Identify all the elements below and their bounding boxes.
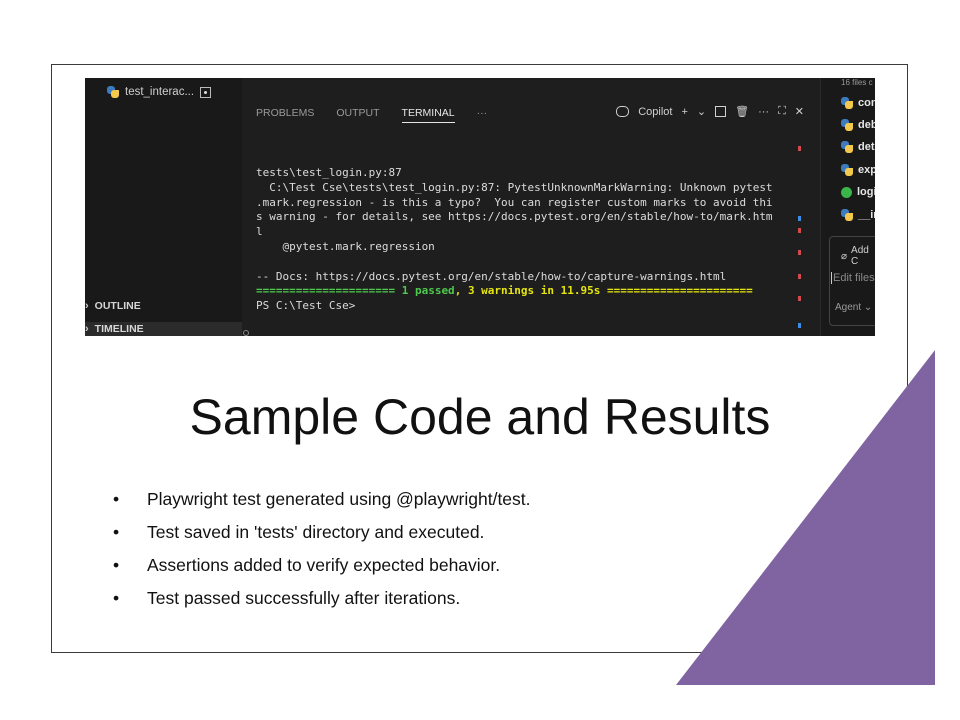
summary-suffix: ======================	[607, 284, 753, 298]
chat-input[interactable]: Edit files	[831, 272, 875, 284]
bullet-text: Playwright test generated using @playwri…	[147, 489, 531, 509]
bullet-dot: •	[113, 489, 120, 509]
summary-passed: 1 passed	[401, 284, 455, 298]
chat-file-item[interactable]: logi	[841, 186, 875, 198]
close-panel-icon[interactable]: ✕	[794, 106, 804, 118]
terminal-panel: PROBLEMS OUTPUT TERMINAL ··· Copilot + ⌄…	[242, 78, 820, 336]
chat-file-item[interactable]: __in	[841, 209, 875, 221]
tab-problems[interactable]: PROBLEMS	[256, 107, 315, 119]
chevron-down-icon: ⌄	[863, 302, 873, 313]
open-file-label: test_interac...	[125, 86, 195, 98]
terminal-prompt: PS C:\Test Cse>	[256, 299, 356, 313]
terminal-line	[256, 255, 773, 270]
chat-file-item[interactable]: con	[841, 97, 875, 109]
chat-file-label: det	[858, 141, 875, 153]
chat-input-box	[829, 236, 875, 326]
add-context-label: Add C	[851, 245, 869, 267]
summary-sep: ,	[454, 284, 468, 298]
scroll-marker	[798, 250, 801, 255]
scroll-marker	[798, 146, 801, 151]
add-context-button[interactable]: ⌀Add C	[841, 245, 875, 267]
mode-dropdown[interactable]: Agent ⌄	[835, 302, 872, 313]
split-icon[interactable]	[715, 106, 727, 117]
terminal-line: tests\test_login.py:87	[256, 166, 402, 179]
outline-section[interactable]: › OUTLINE	[85, 300, 141, 312]
terminal-line: s warning - for details, see https://doc…	[256, 210, 773, 224]
terminal-line: .mark.regression - is this a typo? You c…	[256, 195, 773, 209]
summary-time: in 11.95s	[534, 284, 608, 298]
plus-icon[interactable]: +	[681, 105, 688, 118]
chat-file-label: logi	[857, 186, 875, 198]
chat-file-label: deb	[858, 119, 875, 131]
bullet-text: Assertions added to verify expected beha…	[147, 555, 501, 575]
scroll-marker	[798, 274, 801, 279]
terminal-line: C:\Test Cse\tests\test_login.py:87: Pyte…	[256, 180, 773, 194]
toolbar-more-button[interactable]: ···	[758, 105, 770, 118]
python-icon	[841, 209, 853, 221]
bullet-text: Test passed successfully after iteration…	[147, 588, 461, 608]
trash-icon[interactable]: 🗑	[735, 106, 750, 118]
chat-file-label: __in	[858, 209, 875, 221]
paperclip-icon: ⌀	[841, 250, 848, 262]
python-icon	[841, 119, 853, 131]
panel-tabs: PROBLEMS OUTPUT TERMINAL ···	[256, 107, 487, 123]
prompt-circle-icon	[243, 330, 249, 336]
mode-label: Agent	[835, 302, 862, 313]
chat-pane: 16 files c con deb det exp logi __in ⌀Ad…	[820, 78, 875, 336]
bullet-list: • Playwright test generated using @playwr…	[113, 489, 531, 621]
chat-file-item[interactable]: det	[841, 141, 875, 153]
python-icon	[107, 86, 119, 98]
bullet-dot: •	[113, 522, 120, 542]
files-changed-header: 16 files c	[841, 78, 873, 87]
scroll-marker	[798, 216, 801, 221]
bullet-item: • Assertions added to verify expected beh…	[113, 555, 531, 588]
vscode-screenshot: test_interac... › OUTLINE › TIMELINE PRO…	[85, 78, 875, 336]
slide-title: Sample Code and Results	[189, 389, 771, 445]
chat-file-item[interactable]: exp	[841, 164, 875, 176]
timeline-section[interactable]: › TIMELINE	[85, 322, 242, 336]
bullet-item: • Playwright test generated using @playwr…	[113, 489, 531, 522]
terminal-line: -- Docs: https://docs.pytest.org/en/stab…	[256, 269, 727, 283]
chevron-down-icon[interactable]: ⌄	[696, 106, 707, 118]
bullet-item: • Test saved in 'tests' directory and exe…	[113, 522, 531, 555]
terminal-output[interactable]: tests\test_login.py:87 C:\Test Cse\tests…	[256, 166, 773, 314]
tab-output[interactable]: OUTPUT	[336, 107, 380, 119]
python-icon	[841, 141, 853, 153]
python-icon	[841, 164, 853, 176]
copilot-icon[interactable]	[616, 106, 630, 117]
close-icon[interactable]	[200, 86, 212, 98]
more-tabs-button[interactable]: ···	[476, 107, 488, 119]
chevron-right-icon: ›	[85, 323, 89, 335]
scroll-marker	[798, 228, 801, 233]
tab-terminal[interactable]: TERMINAL	[401, 107, 455, 123]
scroll-marker	[798, 323, 801, 328]
timeline-label: TIMELINE	[94, 323, 144, 335]
bullet-dot: •	[113, 588, 120, 608]
chat-file-label: exp	[858, 164, 875, 176]
terminal-line: @pytest.mark.regression	[256, 239, 435, 253]
summary-warnings: 3 warnings	[467, 284, 535, 298]
python-icon	[841, 97, 853, 109]
open-file-item[interactable]: test_interac...	[107, 86, 212, 98]
summary-prefix: =====================	[256, 284, 402, 298]
maximize-icon[interactable]: ⛶	[778, 105, 786, 117]
terminal-line: l	[256, 225, 263, 239]
terminal-toolbar: Copilot + ⌄ 🗑 ··· ⛶ ✕	[616, 105, 804, 118]
summary-line: ===================== 1 passed, 3 warnin…	[256, 284, 773, 299]
log-file-icon	[841, 186, 852, 198]
bullet-dot: •	[113, 555, 120, 575]
scroll-marker	[798, 296, 801, 301]
chat-file-label: con	[858, 97, 875, 109]
chat-file-item[interactable]: deb	[841, 119, 875, 131]
copilot-label[interactable]: Copilot	[638, 105, 673, 118]
outline-label: OUTLINE	[94, 300, 141, 312]
explorer-sidebar: test_interac... › OUTLINE › TIMELINE	[85, 78, 243, 336]
bullet-item: • Test passed successfully after iteratio…	[113, 588, 531, 621]
chevron-right-icon: ›	[85, 300, 89, 312]
bullet-text: Test saved in 'tests' directory and exec…	[147, 522, 485, 542]
